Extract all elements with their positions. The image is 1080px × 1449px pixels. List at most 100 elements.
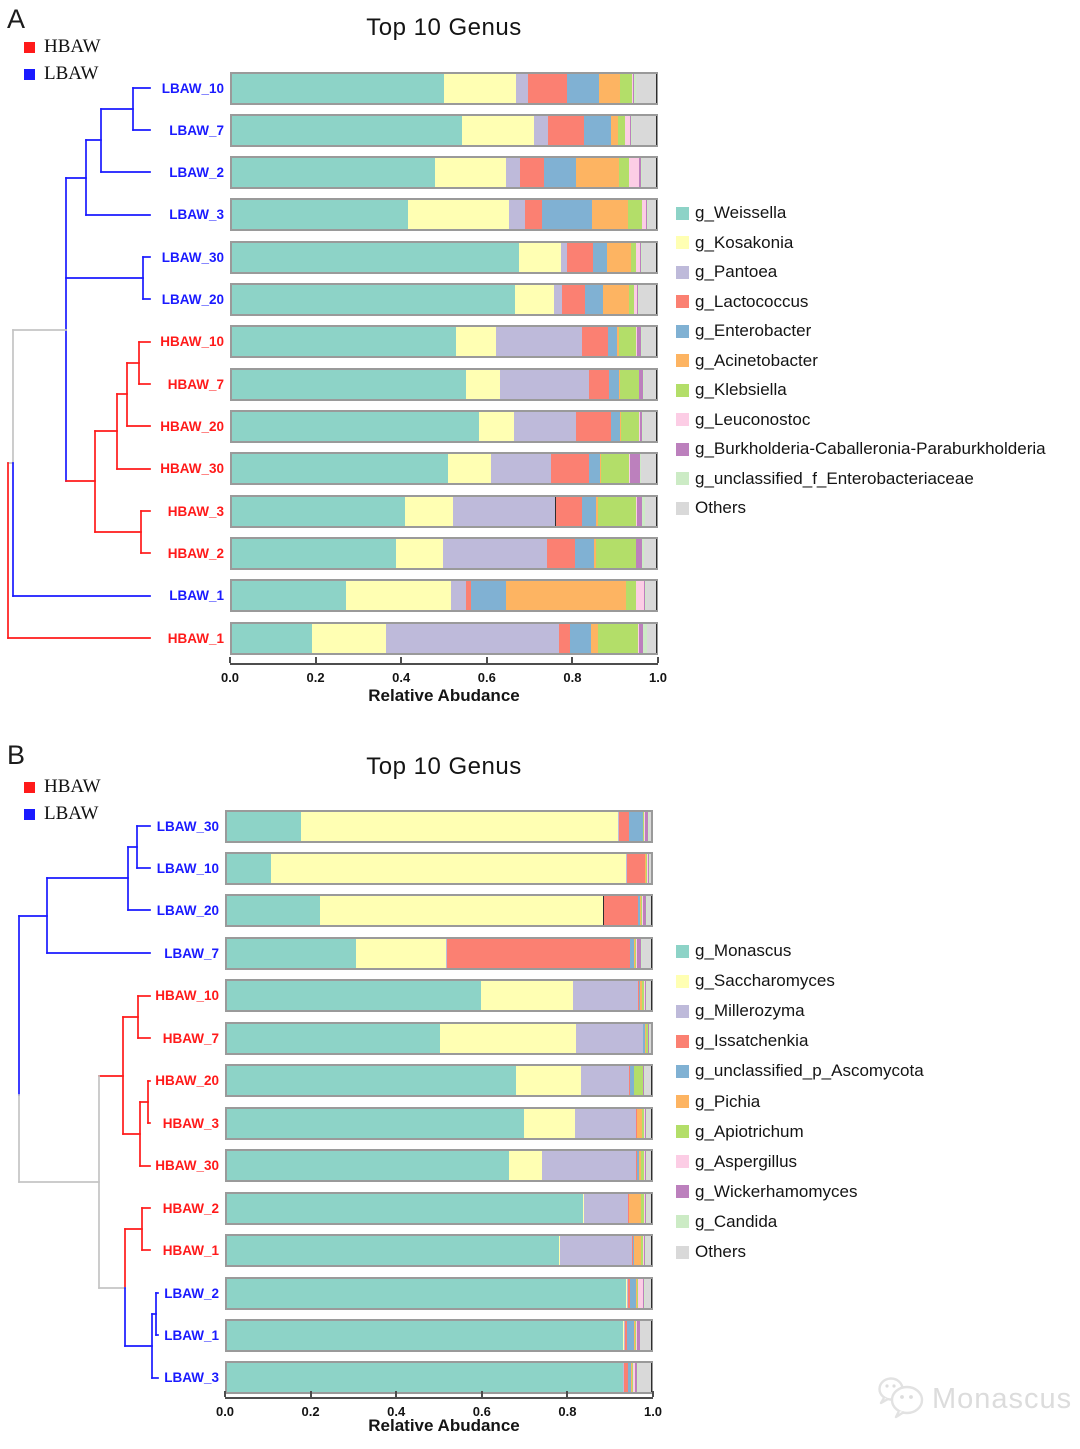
sample-label: LBAW_7 bbox=[169, 122, 224, 138]
stacked-bar bbox=[230, 579, 658, 613]
axis-tick-label: 0.4 bbox=[387, 1404, 406, 1419]
panel-b-x-axis-label: Relative Abudance bbox=[368, 1416, 520, 1435]
sample-label: HBAW_30 bbox=[160, 461, 224, 477]
bar-segment bbox=[642, 411, 644, 441]
hbaw-color-swatch bbox=[24, 781, 35, 793]
bar-segment bbox=[232, 242, 521, 272]
bar-segment bbox=[641, 938, 652, 968]
legend-swatch bbox=[676, 974, 689, 988]
bar-segment bbox=[644, 1108, 646, 1138]
sample-label: HBAW_2 bbox=[167, 545, 224, 561]
bar-segment bbox=[642, 981, 645, 1011]
bar-segment bbox=[645, 1023, 647, 1053]
bar-segment bbox=[650, 853, 651, 883]
bar-segment bbox=[559, 1236, 633, 1266]
axis-tick-label: 1.0 bbox=[643, 1404, 663, 1419]
bar-segment bbox=[643, 581, 646, 611]
stacked-bar-segments bbox=[232, 496, 657, 526]
group-legend-lbaw: LBAW bbox=[24, 63, 98, 85]
bar-segment bbox=[636, 1278, 637, 1308]
bar-segment bbox=[480, 981, 574, 1011]
bar-segment bbox=[232, 327, 457, 357]
axis-tick bbox=[485, 657, 488, 663]
bar-segment bbox=[645, 981, 647, 1011]
bar-segment bbox=[453, 496, 557, 526]
bar-segment bbox=[558, 1236, 560, 1266]
bar-segment bbox=[644, 811, 646, 841]
bar-segment bbox=[648, 853, 650, 883]
axis-tick bbox=[566, 1391, 569, 1397]
axis-tick bbox=[314, 657, 317, 663]
bar-segment bbox=[648, 811, 651, 841]
stacked-bar-segments bbox=[227, 811, 651, 841]
stacked-bar bbox=[230, 536, 658, 570]
legend-swatch bbox=[676, 383, 689, 397]
bar-segment bbox=[527, 73, 568, 103]
bar-segment bbox=[640, 454, 657, 484]
stacked-bar bbox=[225, 979, 653, 1013]
bar-segment bbox=[625, 1278, 627, 1308]
bar-segment bbox=[598, 623, 640, 653]
stacked-bar-segments bbox=[232, 623, 657, 653]
bar-segment bbox=[644, 1193, 646, 1223]
bar-segment bbox=[639, 981, 643, 1011]
sample-label: HBAW_10 bbox=[160, 334, 224, 350]
bar-segment bbox=[644, 1278, 646, 1308]
bar-segment bbox=[627, 853, 646, 883]
bar-segment bbox=[643, 411, 657, 441]
legend-label: g_Candida bbox=[695, 1211, 778, 1231]
bar-segment bbox=[648, 811, 649, 841]
sample-label: HBAW_1 bbox=[167, 630, 224, 646]
bar-segment bbox=[534, 115, 549, 145]
legend-swatch bbox=[676, 442, 689, 456]
legend-swatch bbox=[676, 1004, 689, 1018]
stacked-bar bbox=[230, 409, 658, 443]
bar-segment bbox=[232, 73, 445, 103]
bar-segment bbox=[635, 1321, 637, 1351]
stacked-bar-segments bbox=[227, 1193, 652, 1223]
bar-segment bbox=[575, 1023, 644, 1053]
bar-segment bbox=[435, 158, 507, 188]
sample-label: LBAW_1 bbox=[164, 1328, 219, 1344]
stacked-bar bbox=[230, 198, 658, 232]
bar-segment bbox=[450, 581, 467, 611]
bar-segment bbox=[232, 158, 437, 188]
bar-segment bbox=[629, 454, 631, 484]
bar-segment bbox=[619, 327, 638, 357]
stacked-bar-segments bbox=[227, 981, 652, 1011]
legend-label: g_unclassified_f_Enterobacteriaceae bbox=[695, 468, 974, 488]
bar-segment bbox=[640, 158, 643, 188]
bar-segment bbox=[542, 1151, 637, 1181]
bar-segment bbox=[271, 853, 628, 883]
bar-segment bbox=[623, 1363, 625, 1393]
stacked-bar-segments bbox=[232, 411, 657, 441]
panel-a-title: Top 10 Genus bbox=[366, 14, 522, 41]
bar-segment bbox=[619, 411, 622, 441]
legend-label: g_Lactococcus bbox=[695, 291, 809, 311]
bar-segment bbox=[547, 115, 585, 145]
bar-segment bbox=[566, 73, 600, 103]
bar-segment bbox=[626, 1278, 628, 1308]
legend-item: g_Leuconostoc bbox=[676, 410, 810, 430]
bar-segment bbox=[644, 1151, 646, 1181]
legend-label: g_Saccharomyces bbox=[695, 971, 835, 991]
stacked-bar-segments bbox=[232, 158, 657, 188]
bar-segment bbox=[566, 242, 594, 272]
bar-segment bbox=[227, 1151, 511, 1181]
bar-segment bbox=[634, 1321, 636, 1351]
bar-segment bbox=[638, 369, 640, 399]
bar-segment bbox=[516, 1066, 583, 1096]
bar-segment bbox=[407, 200, 510, 230]
bar-segment bbox=[635, 938, 637, 968]
sample-label: LBAW_10 bbox=[156, 860, 219, 876]
bar-segment bbox=[640, 938, 642, 968]
axis-tick bbox=[395, 1391, 398, 1397]
legend-item: g_Lactococcus bbox=[676, 292, 808, 312]
stacked-bar bbox=[225, 1106, 653, 1140]
bar-segment bbox=[227, 853, 273, 883]
bar-segment bbox=[541, 200, 594, 230]
stacked-bar bbox=[225, 1191, 653, 1225]
legend-item: g_Apiotrichum bbox=[676, 1122, 804, 1142]
bar-segment bbox=[227, 1066, 518, 1096]
